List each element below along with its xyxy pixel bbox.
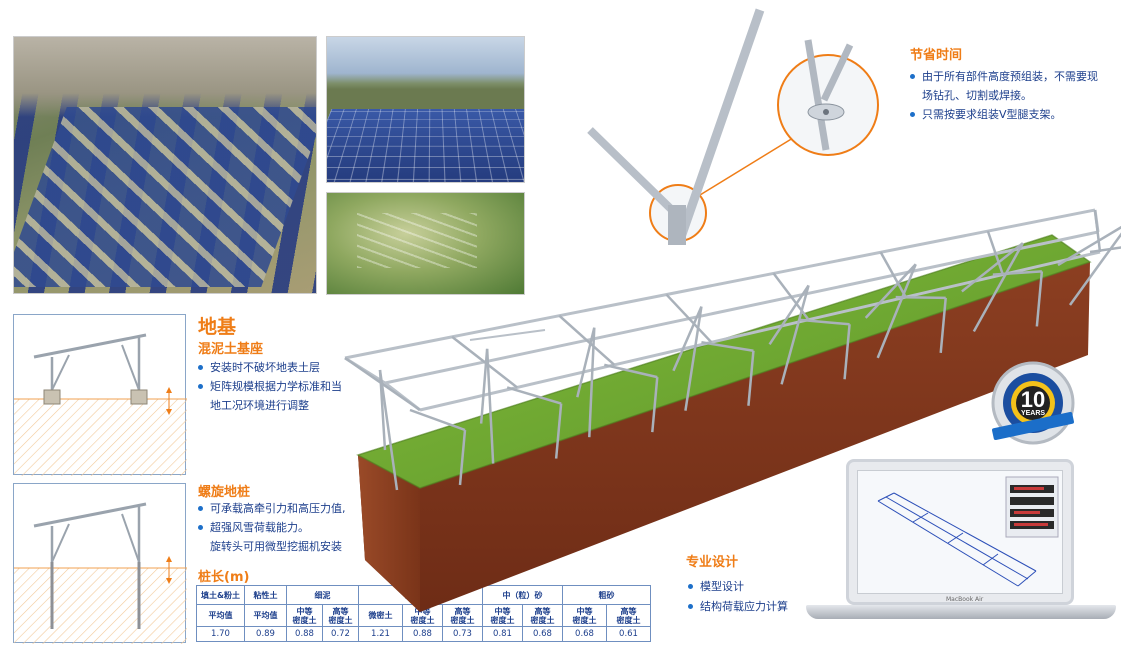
pro-design-bullets: 模型设计 结构荷载应力计算 <box>688 577 788 617</box>
list-item-continuation: 地工况环境进行调整 <box>210 399 309 412</box>
table-subheader-cell: 平均值 <box>196 604 245 627</box>
frame-member <box>458 429 467 486</box>
concrete-base-bullets: 安装时不破坏地表土层 矩阵规模根据力学标准和当 地工况环境进行调整 <box>198 358 342 415</box>
table-subheader-cell: 中等 密度土 <box>286 604 323 627</box>
frame-member <box>798 318 850 326</box>
screw-pile-title: 螺旋地桩 <box>198 485 251 500</box>
save-time-title: 节省时间 <box>910 48 963 63</box>
table-header-cell: 填土&粉土 <box>196 585 245 605</box>
foundation-title: 地基 <box>198 316 237 338</box>
bullet-icon <box>910 73 915 79</box>
list-item: 由于所有部件高度预组装，不需要现 <box>910 67 1098 86</box>
frame-member <box>701 341 754 352</box>
frame-member <box>986 230 1005 275</box>
frame-member <box>879 251 907 298</box>
table-cell: 0.89 <box>244 626 287 642</box>
pile-length-title: 桩长(m) <box>198 570 250 585</box>
frame-member <box>961 242 1024 293</box>
frame-member <box>876 263 917 359</box>
frame-member <box>864 263 917 319</box>
frame-member <box>768 284 810 345</box>
frame-member <box>939 297 947 353</box>
laptop-base <box>806 605 1116 619</box>
concrete-base-title: 混泥土基座 <box>198 342 264 357</box>
frame-member <box>576 327 596 398</box>
table-subheader-cell: 平均值 <box>244 604 287 627</box>
frame-member <box>506 386 562 405</box>
save-time-bullets: 由于所有部件高度预组装，不需要现 场钻孔、切割或焊接。 只需按要求组装V型腿支架… <box>910 67 1098 124</box>
list-item: 超强风雪荷载能力。 <box>198 518 346 537</box>
frame-member <box>895 295 946 300</box>
concrete-base-diagram <box>13 314 187 476</box>
bullet-icon <box>198 505 203 511</box>
frame-member <box>409 408 466 432</box>
list-item: 只需按要求组装V型腿支架。 <box>910 105 1098 124</box>
bullet-icon <box>688 603 693 609</box>
frame-member <box>992 270 1042 276</box>
frame-member <box>588 327 596 438</box>
frame-member <box>1057 225 1121 267</box>
installation-site-photo <box>326 192 525 295</box>
screw-pile-bullets: 可承载高牵引力和高压力值, 超强风雪荷载能力。 旋转头可用微型挖掘机安装 <box>198 499 346 556</box>
frame-member <box>479 348 489 424</box>
list-item: 安装时不破坏地表土层 <box>198 358 342 377</box>
frame-member <box>451 335 518 389</box>
table-cell: 0.88 <box>286 626 323 642</box>
frame-member <box>651 377 659 433</box>
table-header-cell: 粘性土 <box>244 585 287 605</box>
frame-member <box>972 242 1024 333</box>
frame-member <box>780 285 810 385</box>
table-cell: 1.21 <box>358 626 403 642</box>
warranty-years: YEARS <box>1020 410 1046 417</box>
frame-member <box>558 314 616 366</box>
laptop-screen <box>846 459 1074 605</box>
screw-pile-diagram <box>13 483 187 644</box>
frame-member <box>1089 246 1121 254</box>
frame-member <box>772 272 810 321</box>
aerial-solar-farm-photo <box>13 36 317 294</box>
frame-member <box>604 363 658 379</box>
table-cell: 0.72 <box>322 626 359 642</box>
bullet-icon <box>910 111 915 117</box>
table-header-cell: 粗砂 <box>562 585 651 605</box>
bullet-icon <box>198 383 203 389</box>
warranty-number: 10 <box>1020 387 1046 412</box>
mounting-structure-illustration <box>344 8 1121 612</box>
frame-member <box>684 306 703 411</box>
frame-member <box>672 306 703 372</box>
list-item: 矩阵规模根据力学标准和当 <box>198 377 342 396</box>
frame-member <box>554 403 563 459</box>
frame-member <box>1093 209 1102 253</box>
table-cell: 1.70 <box>196 626 245 642</box>
structure-model-view <box>877 476 1059 587</box>
table-cell: 0.81 <box>482 626 523 642</box>
bullet-icon <box>688 583 693 589</box>
warranty-badge-icon <box>991 361 1075 445</box>
list-item: 结构荷载应力计算 <box>688 597 788 617</box>
table-cell: 0.61 <box>606 626 651 642</box>
list-item-continuation: 旋转头可用微型挖掘机安装 <box>210 540 342 553</box>
list-item-continuation: 场钻孔、切割或焊接。 <box>922 89 1032 102</box>
bullet-icon <box>198 524 203 530</box>
pro-design-title: 专业设计 <box>686 555 739 570</box>
table-cell: 0.88 <box>402 626 443 642</box>
frame-member <box>1035 271 1044 327</box>
table-header-cell: 中（粒）砂 <box>482 585 563 605</box>
frame-member <box>843 324 851 380</box>
table-header-cell: 细泥 <box>286 585 359 605</box>
list-item: 可承载高牵引力和高压力值, <box>198 499 346 518</box>
bullet-icon <box>198 364 203 370</box>
frame-member <box>747 350 755 406</box>
list-item: 模型设计 <box>688 577 788 597</box>
laptop-brand-label: MacBook Air <box>946 596 984 603</box>
frame-member <box>378 369 399 491</box>
frame-member <box>485 348 495 464</box>
frame-member <box>665 293 713 344</box>
table-subheader-cell: 高等 密度土 <box>606 604 651 627</box>
frame-member <box>1068 232 1121 306</box>
laptop-display <box>857 470 1063 594</box>
solar-panels-photo <box>326 36 525 183</box>
